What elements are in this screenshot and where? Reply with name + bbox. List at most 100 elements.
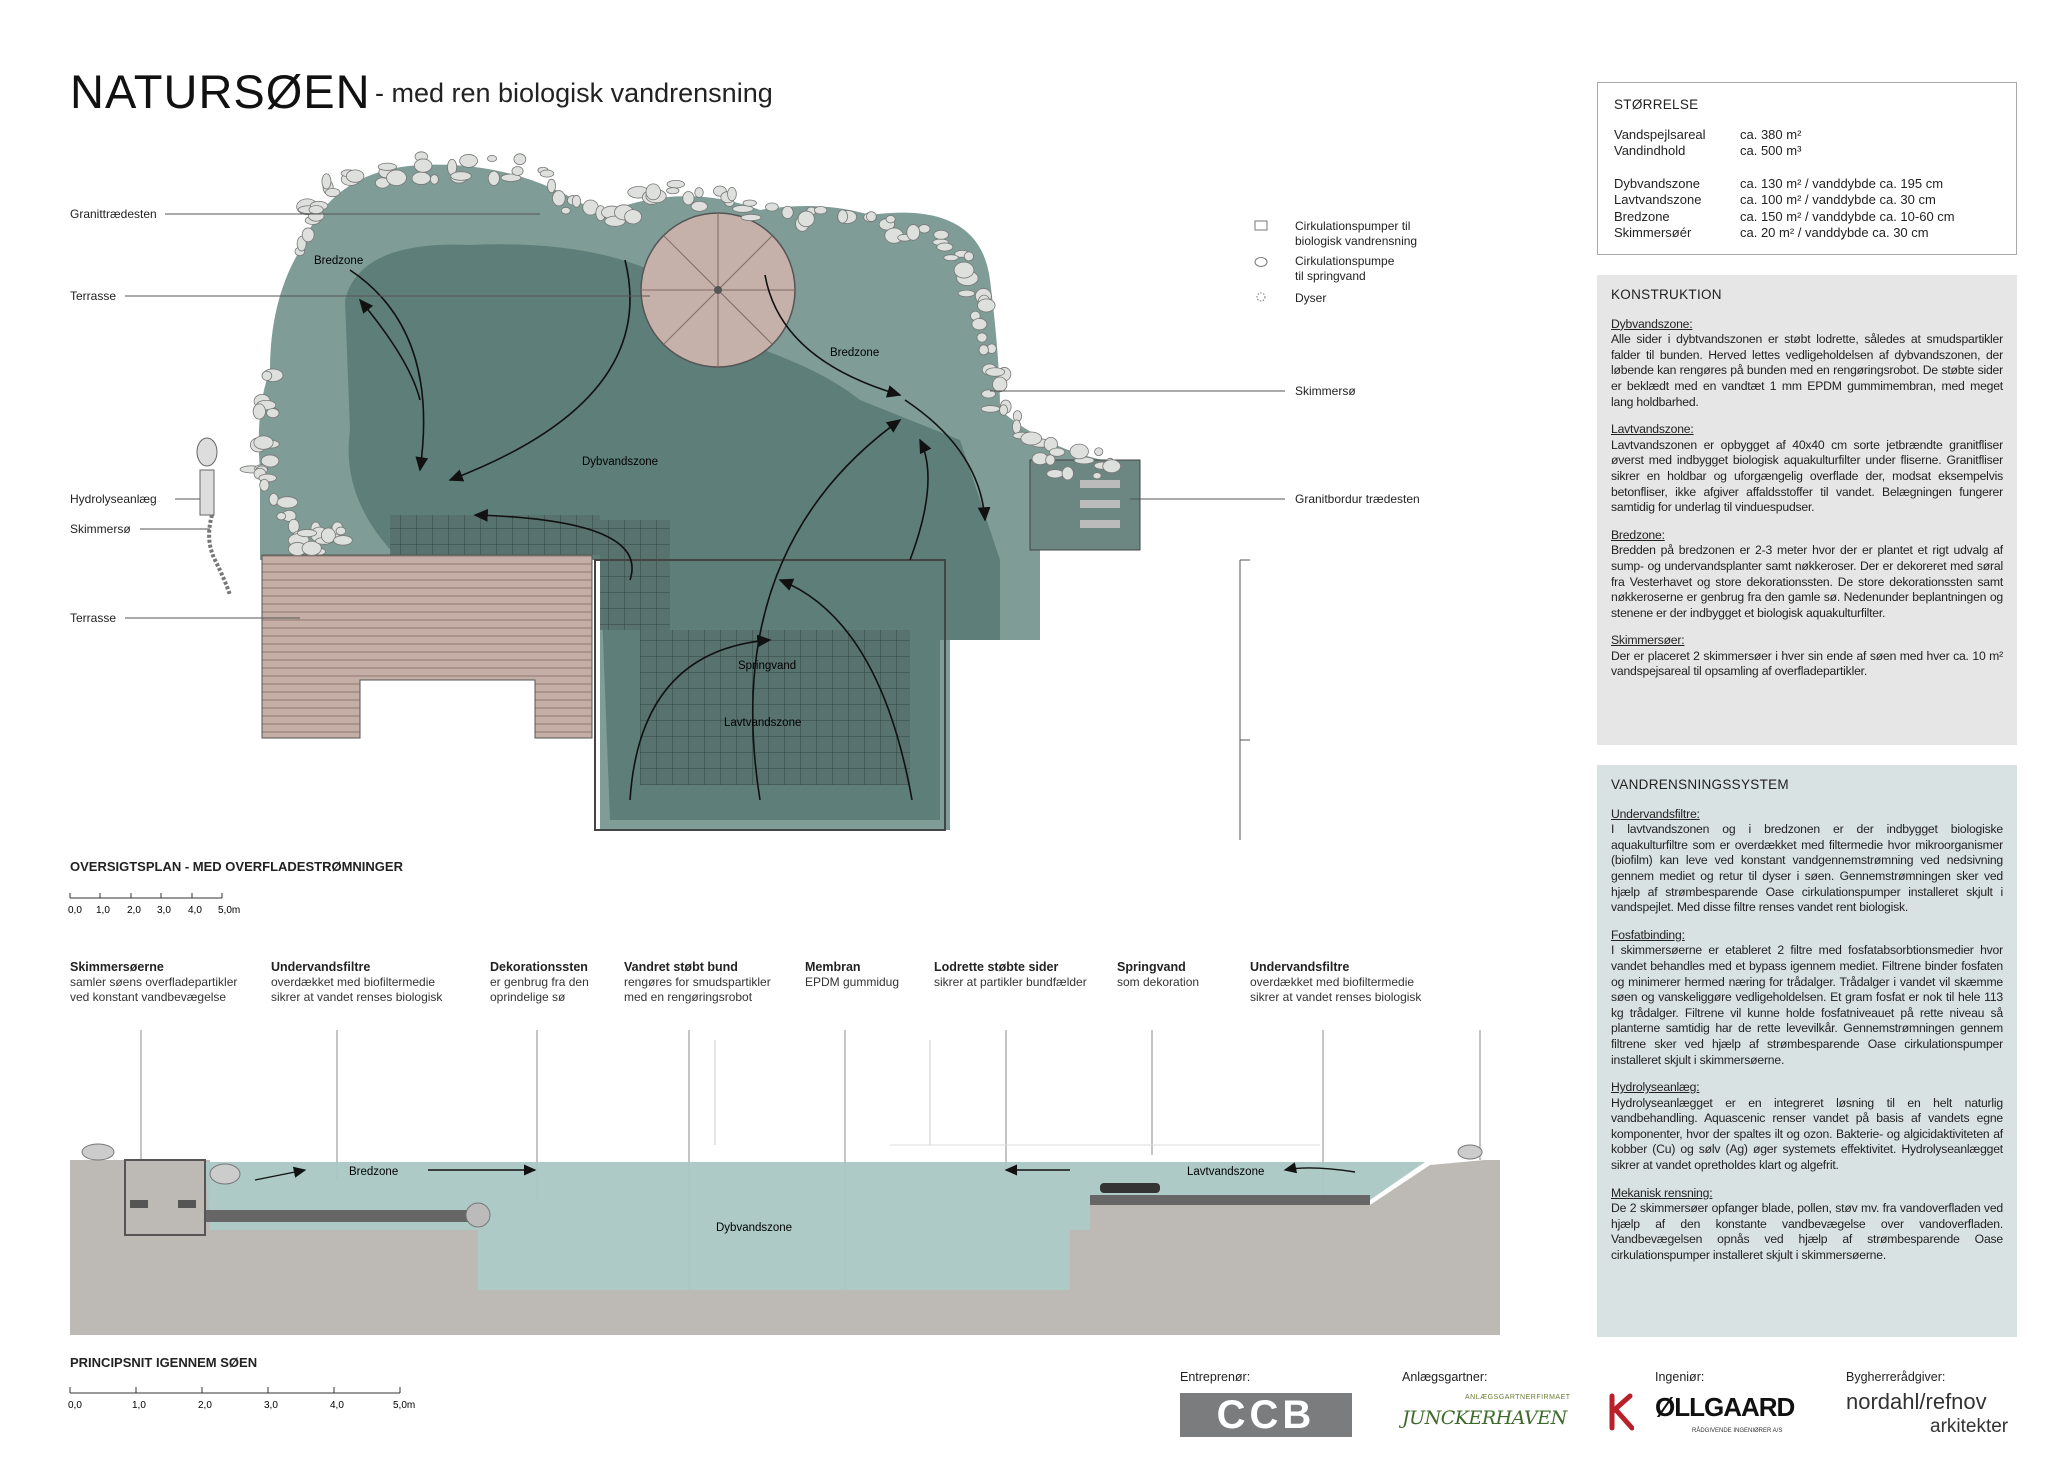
stone: [413, 158, 433, 173]
stone: [1092, 472, 1102, 480]
plan-label-springvand: Springvand: [738, 660, 796, 672]
stone: [459, 154, 478, 168]
callout-line2: med en rengøringsrobot: [624, 990, 753, 1004]
section-scale-2: 2,0: [198, 1400, 212, 1411]
stone: [999, 404, 1008, 416]
ollgaard-logo: ØLLGAARD: [1655, 1392, 1795, 1422]
lavvandszone-tiles: [390, 515, 600, 555]
credit-role-ingenior: Ingeniør:: [1655, 1370, 1705, 1384]
plan-label-hydrolyseanlaeg: Hydrolyseanlæg: [70, 492, 157, 506]
plan-scale-2: 2,0: [127, 905, 141, 916]
stone: [765, 202, 779, 212]
section-scale-1: 1,0: [132, 1400, 146, 1411]
junckerhaven-logo: JUNCKERHAVEN: [1402, 1407, 1567, 1429]
stone: [933, 229, 949, 240]
junckerhaven-k-icon: [1604, 1392, 1635, 1432]
plan-scale-4: 4,0: [188, 905, 202, 916]
plan-label-dybvandszone: Dybvandszone: [582, 456, 658, 468]
stone: [963, 251, 974, 262]
callout-line2: oprindelige sø: [490, 990, 566, 1004]
section-text: I skimmersøerne er etableret 2 filtre me…: [1611, 943, 2003, 1067]
stone: [345, 169, 365, 183]
stone: [666, 179, 685, 189]
stone: [333, 535, 353, 546]
plan-label-terrasse-top: Terrasse: [70, 289, 117, 303]
stone: [321, 173, 332, 190]
stone: [552, 190, 566, 207]
callout-line1: sikrer at partikler bundfælder: [934, 975, 1087, 989]
stone: [308, 205, 324, 215]
stone: [980, 405, 1001, 413]
stone: [386, 169, 407, 187]
stone: [560, 206, 571, 215]
stone: [301, 227, 315, 243]
credit-role-entreprenor: Entreprenør:: [1180, 1370, 1251, 1384]
konstruktion-panel: KONSTRUKTION Dybvandszone:Alle sider i d…: [1597, 275, 2017, 745]
stone: [1061, 466, 1074, 481]
text-section: Undervandsfiltre:I lavtvandszonen og i b…: [1611, 807, 2003, 916]
stone: [943, 254, 959, 262]
stone: [727, 186, 737, 202]
section-scale-5: 5,0m: [393, 1400, 415, 1411]
section-scale-3: 3,0: [264, 1400, 278, 1411]
stone: [837, 209, 848, 224]
stone: [906, 224, 921, 241]
stone: [301, 540, 322, 556]
section-text: De 2 skimmersøer opfanger blade, pollen,…: [1611, 1201, 2003, 1263]
stone: [325, 187, 341, 198]
page-title: NATURSØEN: [70, 65, 371, 118]
section-caption: PRINCIPSNIT IGENNEM SØEN: [70, 1355, 258, 1370]
callout-line2: sikrer at vandet renses biologisk: [1250, 990, 1422, 1004]
page-subtitle: - med ren biologisk vandrensning: [375, 78, 773, 108]
stone: [377, 162, 397, 171]
section-text: Bredden på bredzonen er 2-3 meter hvor d…: [1611, 543, 2003, 620]
stone: [977, 298, 996, 313]
text-section: Hydrolyseanlæg:Hydrolyseanlægget er en i…: [1611, 1080, 2003, 1174]
round-deck: [640, 212, 796, 368]
plan-label-skimmerso-left: Skimmersø: [70, 522, 131, 536]
text-section: Fosfatbinding:I skimmersøerne er etabler…: [1611, 928, 2003, 1068]
stone: [547, 178, 556, 194]
section-drawing: Bredzone Dybvandszone Lavtvandszone: [70, 1030, 1500, 1335]
stone: [981, 389, 996, 399]
plan-drawing: Bredzone Bredzone Dybvandszone Springvan…: [68, 151, 1500, 1411]
size-heading: STØRRELSE: [1614, 97, 1699, 112]
section-title: Fosfatbinding:: [1611, 927, 1685, 942]
plan-label-skimmerso-right: Skimmersø: [1295, 384, 1356, 398]
terrace-deck: [261, 554, 593, 739]
stone: [571, 194, 582, 208]
ellipse-icon: [1254, 257, 1268, 267]
section-title: Lavtvandszone:: [1611, 422, 1694, 437]
stone: [971, 318, 988, 331]
stone: [1102, 459, 1122, 474]
callout-title: Dekorationssten: [490, 960, 588, 974]
plan-label-lavvandszone: Lavtvandszone: [724, 717, 801, 729]
stone: [1069, 443, 1089, 460]
text-section: Skimmersøer:Der er placeret 2 skimmersøe…: [1611, 633, 2003, 680]
section-text: Der er placeret 2 skimmersøer i hver sin…: [1611, 648, 2003, 679]
text-section: Dybvandszone:Alle sider i dybtvandszonen…: [1611, 317, 2003, 411]
stone: [666, 187, 680, 195]
stone: [957, 289, 976, 298]
stone: [781, 205, 794, 219]
plan-label-bredzone-left: Bredzone: [314, 255, 363, 267]
section-text: Hydrolyseanlægget er en integreret løsni…: [1611, 1095, 2003, 1173]
callout-line1: samler søens overfladepartikler: [70, 975, 238, 989]
plan-label-granittraedesten: Granittrædesten: [70, 207, 157, 221]
stone: [732, 204, 754, 213]
stone: [918, 224, 931, 234]
nordahl-refnov-logo-small: arkitekter: [1930, 1416, 2009, 1437]
stone: [511, 166, 524, 176]
section-title: Undervandsfiltre:: [1611, 806, 1700, 821]
callout-title: Springvand: [1117, 960, 1186, 974]
stone: [866, 211, 877, 222]
stone: [261, 370, 273, 381]
